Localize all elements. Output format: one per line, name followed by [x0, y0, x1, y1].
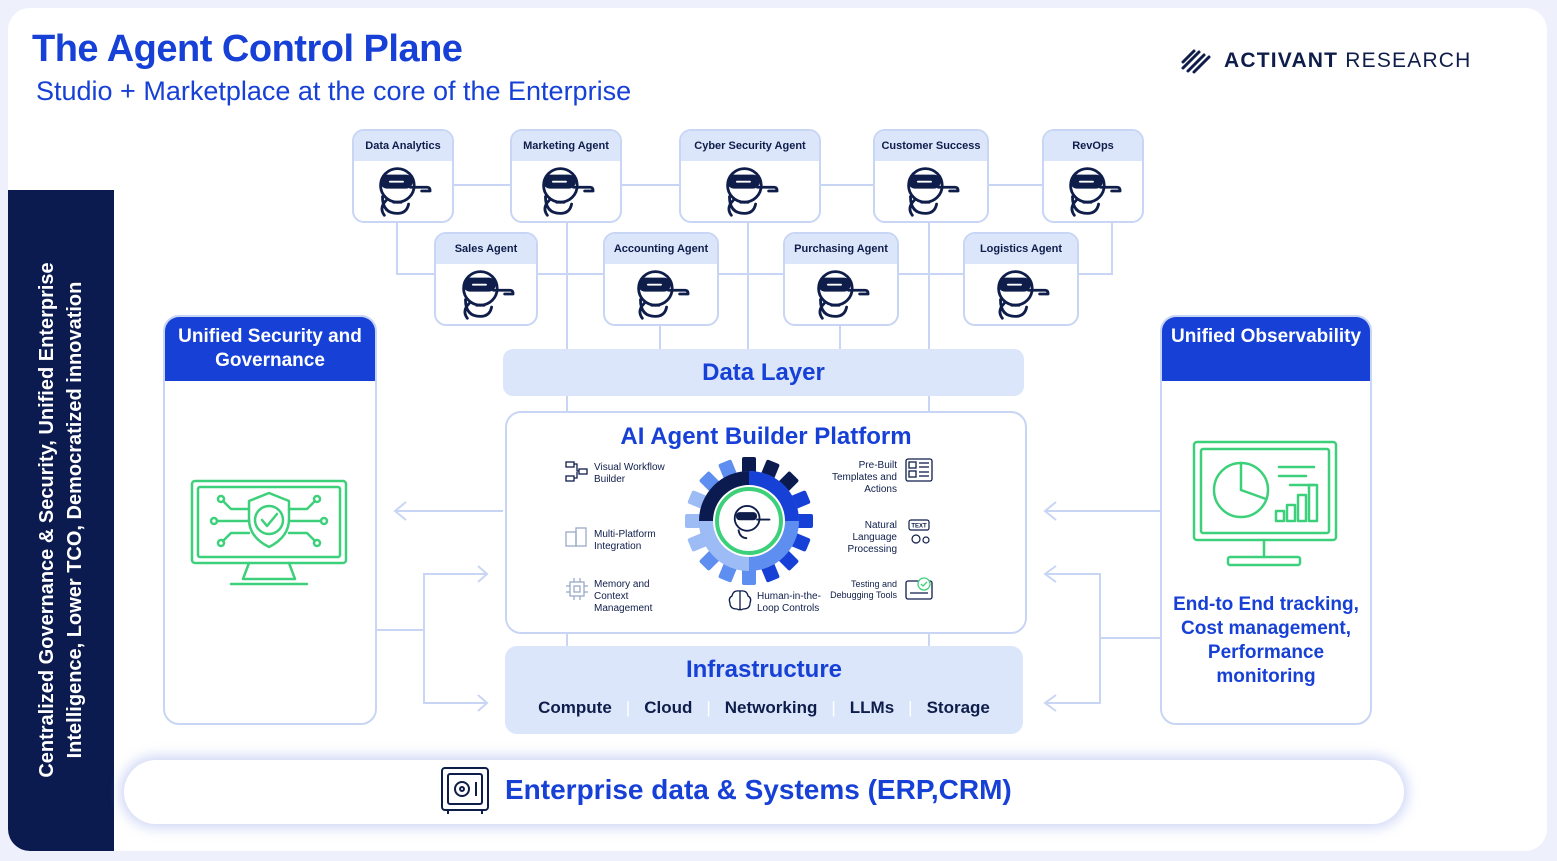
connector-lines: [375, 184, 1162, 712]
enterprise-label: Enterprise data & Systems (ERP,CRM): [505, 774, 1012, 805]
agent-card-cyber-security[interactable]: Cyber Security Agent: [679, 129, 821, 223]
infra-item-cloud: Cloud: [644, 698, 693, 717]
page-subtitle: Studio + Marketplace at the core of the …: [36, 76, 632, 106]
agent-label: Marketing Agent: [512, 131, 620, 161]
testing-icon: [905, 577, 933, 600]
divider: |: [706, 698, 711, 717]
agent-card-marketing[interactable]: Marketing Agent: [510, 129, 622, 223]
brain-icon: [728, 590, 752, 611]
observability-panel-title: Unified Observability: [1162, 317, 1370, 381]
brand-name: ACTIVANT RESEARCH: [1224, 49, 1472, 72]
feature-nlp: Natural Language Processing: [847, 520, 897, 555]
infra-item-networking: Networking: [724, 698, 818, 717]
agent-label: RevOps: [1044, 131, 1142, 161]
agent-label: Data Analytics: [354, 131, 452, 161]
agent-card-accounting[interactable]: Accounting Agent: [603, 232, 719, 326]
robot-icon: [785, 264, 897, 322]
observability-description: End-to End tracking, Cost management, Pe…: [1173, 594, 1359, 687]
agent-card-revops[interactable]: RevOps: [1042, 129, 1144, 223]
enterprise-systems-bar: Enterprise data & Systems (ERP,CRM): [124, 760, 1404, 824]
workflow-icon: [565, 461, 588, 482]
svg-text:TEXT: TEXT: [911, 524, 927, 530]
robot-icon: [965, 264, 1077, 322]
divider: |: [625, 698, 631, 717]
robot-icon: [681, 161, 819, 219]
agent-label: Customer Success: [875, 131, 987, 161]
divider: |: [831, 698, 836, 717]
safe-icon: [441, 767, 489, 814]
agent-label: Cyber Security Agent: [681, 131, 819, 161]
feature-templates: Pre-Built Templates and Actions: [831, 460, 897, 495]
feature-visual-workflow: Visual Workflow Builder: [594, 462, 665, 485]
shield-check-icon: [190, 479, 348, 586]
sidebar: Centralized Governance & Security, Unifi…: [8, 190, 114, 851]
security-panel-title: Unified Security and Governance: [165, 317, 375, 381]
infrastructure-items: Compute | Cloud | Networking | LLMs | St…: [505, 698, 1023, 718]
feature-memory-context: Memory and Context Management: [594, 579, 653, 614]
feature-testing: Testing and Debugging Tools: [830, 579, 897, 600]
agent-label: Accounting Agent: [605, 234, 717, 264]
agent-label: Logistics Agent: [965, 234, 1077, 264]
infrastructure-title: Infrastructure: [685, 656, 843, 683]
divider: |: [908, 698, 913, 717]
agent-label: Purchasing Agent: [785, 234, 897, 264]
diagram-card: The Agent Control Plane Studio + Marketp…: [8, 8, 1547, 851]
agent-card-logistics[interactable]: Logistics Agent: [963, 232, 1079, 326]
chip-icon: [566, 578, 588, 600]
feature-human-in-loop: Human-in-the-Loop Controls: [757, 591, 821, 614]
agent-label: Sales Agent: [436, 234, 536, 264]
feature-multi-platform: Multi-Platform Integration: [594, 529, 656, 552]
integration-icon: [565, 527, 587, 547]
monitor-chart-icon: [1192, 440, 1338, 567]
robot-icon: [1044, 161, 1142, 219]
builder-platform-panel: AI Agent Builder Platform Visual Workflo…: [505, 411, 1027, 634]
brand: ACTIVANT RESEARCH: [1180, 46, 1472, 76]
robot-icon: [436, 264, 536, 322]
agent-card-data-analytics[interactable]: Data Analytics: [352, 129, 454, 223]
security-panel: Unified Security and Governance: [163, 315, 377, 725]
infra-item-llms: LLMs: [849, 698, 895, 717]
agent-card-customer-success[interactable]: Customer Success: [873, 129, 989, 223]
page-title: The Agent Control Plane: [32, 28, 463, 70]
infra-item-compute: Compute: [538, 698, 612, 717]
infra-item-storage: Storage: [926, 698, 990, 717]
robot-icon: [354, 161, 452, 219]
logo-icon: [1181, 49, 1211, 74]
agent-card-sales[interactable]: Sales Agent: [434, 232, 538, 326]
sidebar-text: Centralized Governance & Security, Unifi…: [36, 262, 86, 778]
robot-icon: [875, 161, 987, 219]
robot-icon: [605, 264, 717, 322]
infrastructure-panel: Infrastructure Compute | Cloud | Network…: [505, 646, 1023, 734]
gear-icon: [685, 457, 813, 585]
data-layer-bar: Data Layer: [503, 349, 1024, 396]
agent-card-purchasing[interactable]: Purchasing Agent: [783, 232, 899, 326]
templates-icon: [905, 458, 933, 482]
nlp-icon: TEXT: [908, 519, 930, 544]
robot-icon: [512, 161, 620, 219]
builder-title: AI Agent Builder Platform: [620, 423, 912, 450]
observability-panel: Unified Observability End-to End trackin…: [1160, 315, 1372, 725]
